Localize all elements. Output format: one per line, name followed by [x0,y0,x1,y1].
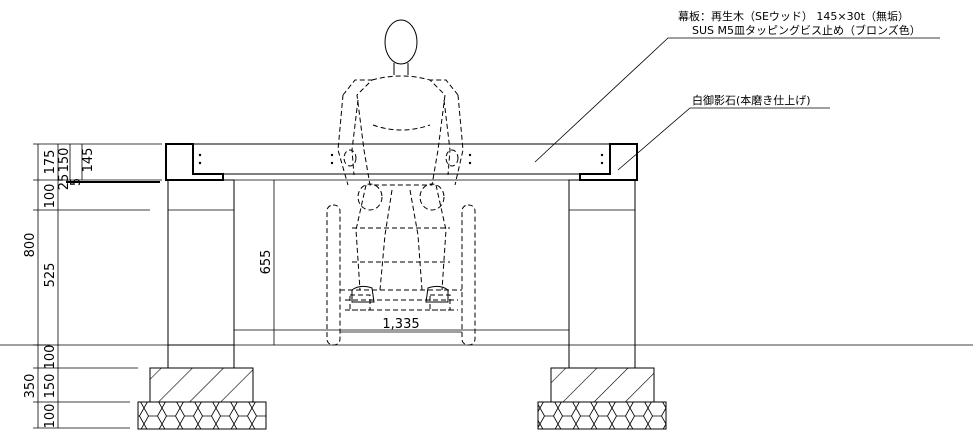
right-pier [568,179,636,369]
top-board-note-line2: SUS M5皿タッピングビス止め（ブロンズ色） [692,23,921,37]
dim-175: 175 [43,150,58,175]
wheelchair-user-figure [337,19,464,303]
left-dimension-lines [33,143,162,429]
dim-100-upper: 100 [43,184,58,209]
annotation-leaders [534,37,940,171]
left-gravel-base [137,401,267,430]
right-gravel-base [537,401,667,430]
wheelchair-frame [326,204,476,346]
dim-145: 145 [81,148,96,173]
dim-f-150: 150 [43,374,58,399]
dim-f-100-top: 100 [43,345,58,370]
granite-top-slab [165,143,638,181]
under-clearance [234,179,569,345]
dim-655: 655 [259,250,274,275]
top-board-note-line1: 幕板：再生木（SEウッド） 145×30t（無垢） [678,9,909,23]
right-footing [550,367,655,403]
dim-150: 150 [57,148,72,173]
dim-350: 350 [23,374,38,399]
dim-f-100-bottom: 100 [43,404,58,429]
dim-1335: 1,335 [382,317,419,332]
dim-total-800: 800 [23,233,38,258]
dim-525: 525 [43,263,58,288]
left-footing [149,367,254,403]
dim-25: 25 [57,174,72,191]
dim-5: 5 [69,178,84,186]
stone-note: 白御影石(本磨き仕上げ) [692,93,811,107]
left-pier [167,179,235,369]
